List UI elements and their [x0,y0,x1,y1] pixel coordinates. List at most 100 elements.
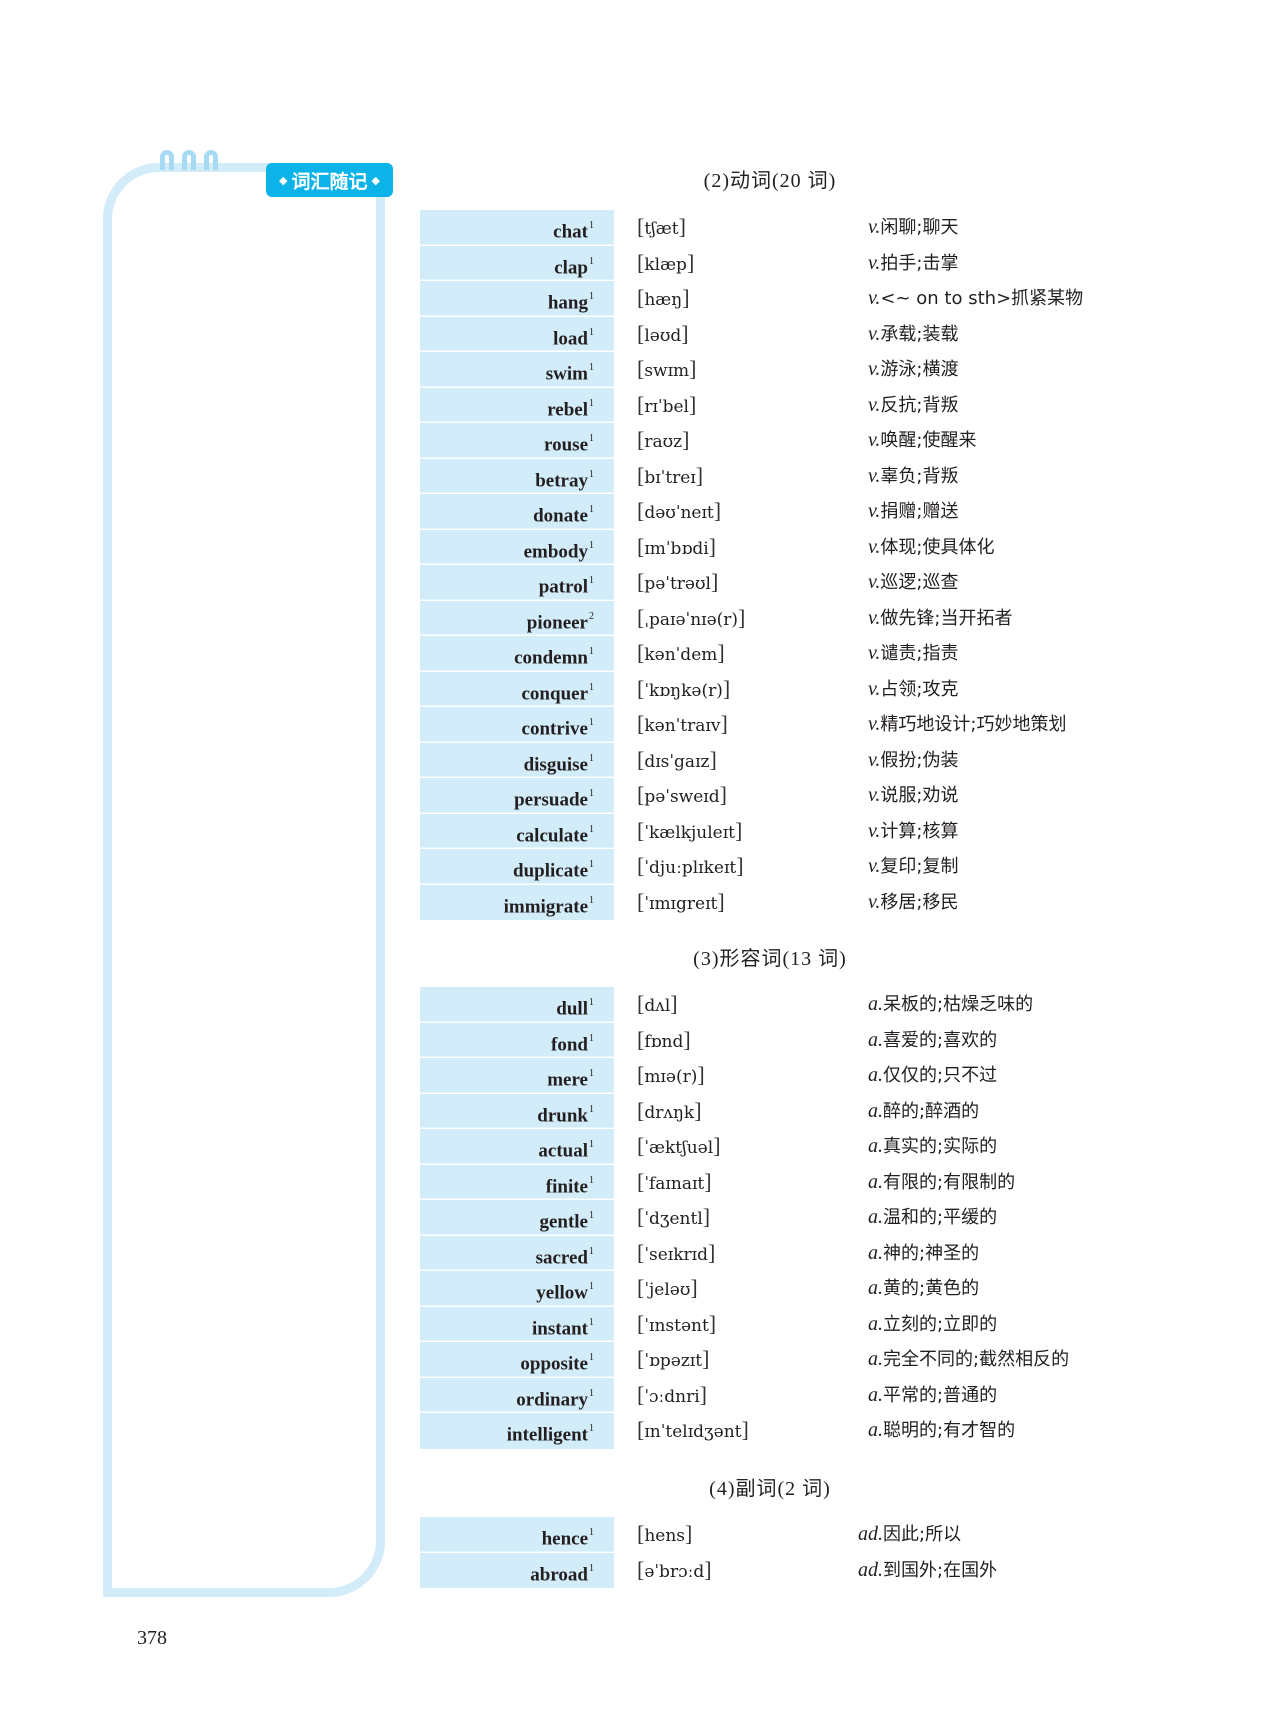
bracket-open: [ [637,356,645,381]
meaning: a.完全不同的;截然相反的 [868,1342,1069,1377]
level-marker: 1 [589,894,594,906]
meaning: ad.因此;所以 [858,1517,961,1552]
vocab-row: immigrate1[ˈɪmɪgreɪt]v.移居;移民 [420,884,1140,920]
phonetic-text: ˈjeləʊ [644,1280,691,1300]
diamond-icon: ◆ [279,173,288,187]
headword: hence1 [420,1517,614,1552]
phonetic-text: ˈæktʃuəl [644,1138,714,1158]
phonetic: [hens] [637,1517,692,1553]
phonetic: [ˈseɪkrɪd] [637,1236,715,1272]
bracket-close: ] [699,1381,707,1407]
part-of-speech: a. [868,1064,883,1086]
vocab-row: actual1[ˈæktʃuəl]a.真实的;实际的 [420,1129,1140,1165]
phonetic-text: ˈɪnstənt [644,1315,709,1336]
word-text: disguise [523,753,588,775]
meaning: ad.到国外;在国外 [858,1553,997,1588]
part-of-speech: v. [868,713,881,735]
word-text: donate [533,505,588,527]
meaning-text: 反抗;背叛 [880,394,959,416]
bracket-open: [ [637,675,645,701]
word-text: sacred [535,1246,588,1268]
section-title-adjectives: (3)形容词(13 词) [693,948,847,970]
phonetic: [ˈɪnstənt] [637,1307,716,1343]
meaning: v.<~ on to sth>抓紧某物 [868,281,1083,316]
bracket-open: [ [637,888,645,914]
meaning-text: 巡逻;巡查 [880,572,959,593]
phonetic: [ˈkælkjuleɪt] [637,814,742,850]
phonetic-text: ˈdʒentl [644,1209,703,1229]
headword: contrive1 [420,707,614,742]
meaning: v.唤醒;使醒来 [868,423,976,458]
bracket-open: [ [637,711,645,736]
headword: immigrate1 [420,884,614,920]
bracket-close: ] [690,1275,698,1300]
level-marker: 1 [589,997,594,1008]
phonetic: [kənˈtraɪv] [637,707,728,743]
level-marker: 1 [589,1103,594,1115]
bracket-close: ] [720,711,728,736]
bracket-open: [ [637,991,645,1016]
meaning: a.聪明的;有才智的 [868,1413,1015,1448]
meaning-text: 因此;所以 [883,1524,962,1545]
level-marker: 1 [589,752,594,764]
level-marker: 1 [589,788,594,799]
level-marker: 1 [589,1281,594,1292]
vocab-row: donate1[dəʊˈneɪt]v.捐赠;赠送 [420,494,1140,530]
word-text: swim [545,363,588,385]
bracket-close: ] [694,1097,702,1123]
bracket-open: [ [637,1417,645,1442]
meaning: v.捐赠;赠送 [868,494,958,529]
headword: gentle1 [420,1200,614,1235]
vocab-row: patrol1[pəˈtrəʊl]v.巡逻;巡查 [420,565,1140,601]
vocab-row: drunk1[drʌŋk]a.醉的;醉酒的 [420,1093,1140,1130]
meaning: a.喜爱的;喜欢的 [868,1023,997,1058]
bracket-open: [ [637,427,645,452]
phonetic: [rɪˈbel] [637,388,696,424]
word-text: persuade [514,789,588,811]
meaning: v.体现;使具体化 [868,530,994,565]
headword: pioneer2 [420,600,614,635]
headword: disguise1 [420,742,614,777]
headword: opposite1 [420,1342,614,1377]
meaning: v.计算;核算 [868,814,958,849]
part-of-speech: a. [868,1312,883,1335]
word-text: hence [541,1528,588,1550]
vocab-row: mere1[mɪə(r)]a.仅仅的;只不过 [420,1058,1140,1094]
phonetic-text: ˈɒpəzɪt [644,1351,703,1371]
part-of-speech: v. [868,287,881,309]
level-marker: 1 [589,1387,594,1399]
phonetic-text: ɪmˈbɒdi [644,538,709,559]
meaning: v.移居;移民 [868,885,958,920]
section-title-verbs: (2)动词(20 词) [703,170,837,192]
phonetic-text: rɪˈbel [644,396,689,417]
bracket-open: [ [637,1310,645,1336]
level-marker: 1 [589,433,594,444]
badge-label: 词汇随记 [291,170,368,193]
part-of-speech: a. [868,1028,883,1051]
vocab-row: clap1[klæp]v.拍手;击掌 [420,245,1140,282]
phonetic: [ˈɔːdnri] [637,1378,707,1414]
bracket-close: ] [717,640,725,665]
phonetic-text: ləʊd [644,325,682,346]
bracket-open: [ [637,249,645,275]
section-title-adverbs: (4)副词(2 词) [709,1478,831,1500]
level-marker: 1 [589,291,594,302]
phonetic-text: ˈfaɪnaɪt [644,1173,705,1194]
bracket-open: [ [637,817,645,843]
bracket-close: ] [682,427,690,452]
bracket-open: [ [637,1168,645,1194]
level-marker: 1 [589,255,594,267]
bracket-open: [ [637,1346,645,1371]
notepad-ring-icon [160,150,174,170]
headword: actual1 [420,1129,614,1164]
word-text: intelligent [506,1424,588,1446]
headword: condemn1 [420,636,614,671]
bracket-close: ] [735,817,743,843]
level-marker: 1 [589,1316,594,1328]
part-of-speech: v. [868,535,881,558]
level-marker: 1 [589,1174,594,1186]
level-marker: 1 [589,646,594,657]
phonetic-text: hens [644,1526,686,1546]
part-of-speech: a. [868,1383,883,1406]
